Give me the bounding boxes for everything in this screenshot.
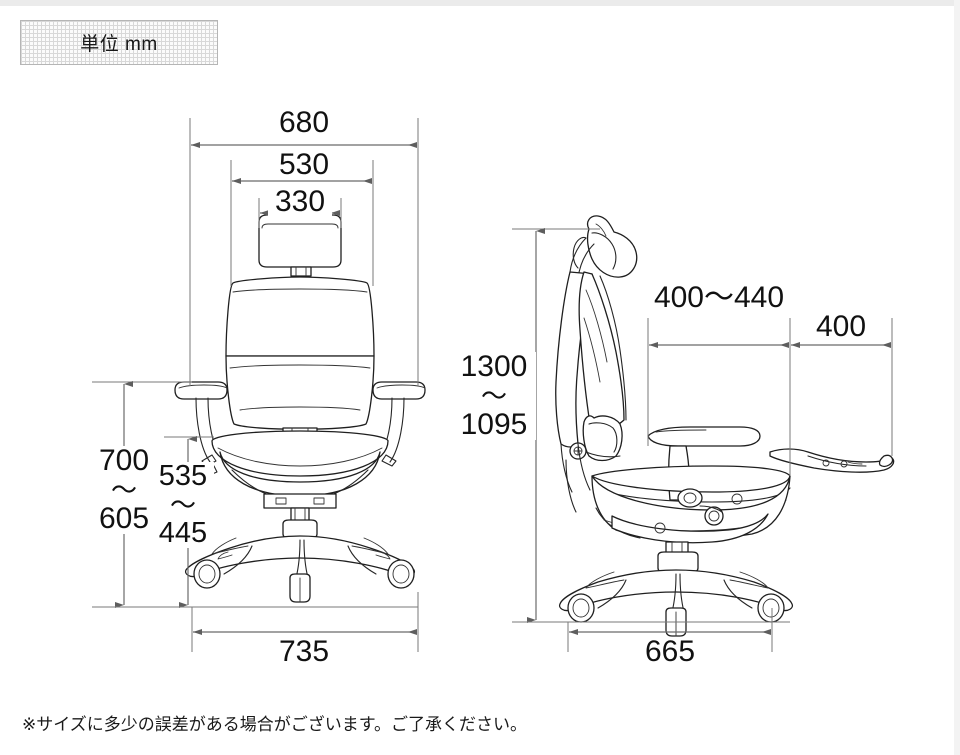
dim-side-base-depth: 665: [638, 637, 702, 667]
dim-side-overall-height-max: 1300: [460, 350, 528, 383]
side-view-chair: [555, 215, 895, 637]
dim-front-overall-width: 680: [272, 108, 336, 138]
dim-side-seat-depth: 400〜440: [639, 283, 799, 313]
size-tolerance-note: ※サイズに多少の誤差がある場合がございます。ご了承ください。: [22, 715, 528, 734]
page-top-edge: [0, 0, 960, 6]
dim-front-armrest-height-separator: 〜: [110, 475, 137, 505]
side-caster-left: [567, 593, 595, 623]
tension-knob: [569, 442, 587, 460]
dim-front-armrest-height-max: 700: [98, 444, 150, 477]
dim-front-armrest-height: 700 〜 605: [93, 446, 155, 534]
dim-front-base-width: 735: [272, 637, 336, 667]
dim-front-headrest-width: 330: [268, 187, 332, 217]
dim-side-overall-height-separator: 〜: [480, 381, 507, 411]
front-dimension-lines: [92, 118, 419, 652]
tilt-lock-knob: [704, 506, 724, 526]
height-adjust-lever: [677, 488, 703, 508]
side-caster-right: [757, 593, 785, 623]
dim-front-armrest-height-min: 605: [98, 502, 150, 535]
page-right-edge: [954, 0, 960, 755]
dim-front-backrest-width: 530: [272, 150, 336, 180]
unit-badge: 単位 mm: [20, 20, 218, 65]
dim-front-seat-height: 535 〜 445: [152, 462, 214, 548]
dim-side-legrest-extension: 400: [809, 312, 873, 342]
dim-front-seat-height-max: 535: [158, 460, 208, 492]
dim-front-seat-height-min: 445: [158, 517, 208, 549]
caster-front-right: [387, 559, 415, 589]
dim-front-seat-height-separator: 〜: [169, 490, 196, 520]
side-caster-center: [665, 607, 687, 637]
dim-side-overall-height: 1300 〜 1095: [452, 352, 536, 440]
caster-front-left: [193, 559, 221, 589]
unit-badge-label: 単位 mm: [80, 34, 158, 55]
dim-side-overall-height-min: 1095: [460, 408, 528, 441]
caster-center: [289, 573, 311, 603]
